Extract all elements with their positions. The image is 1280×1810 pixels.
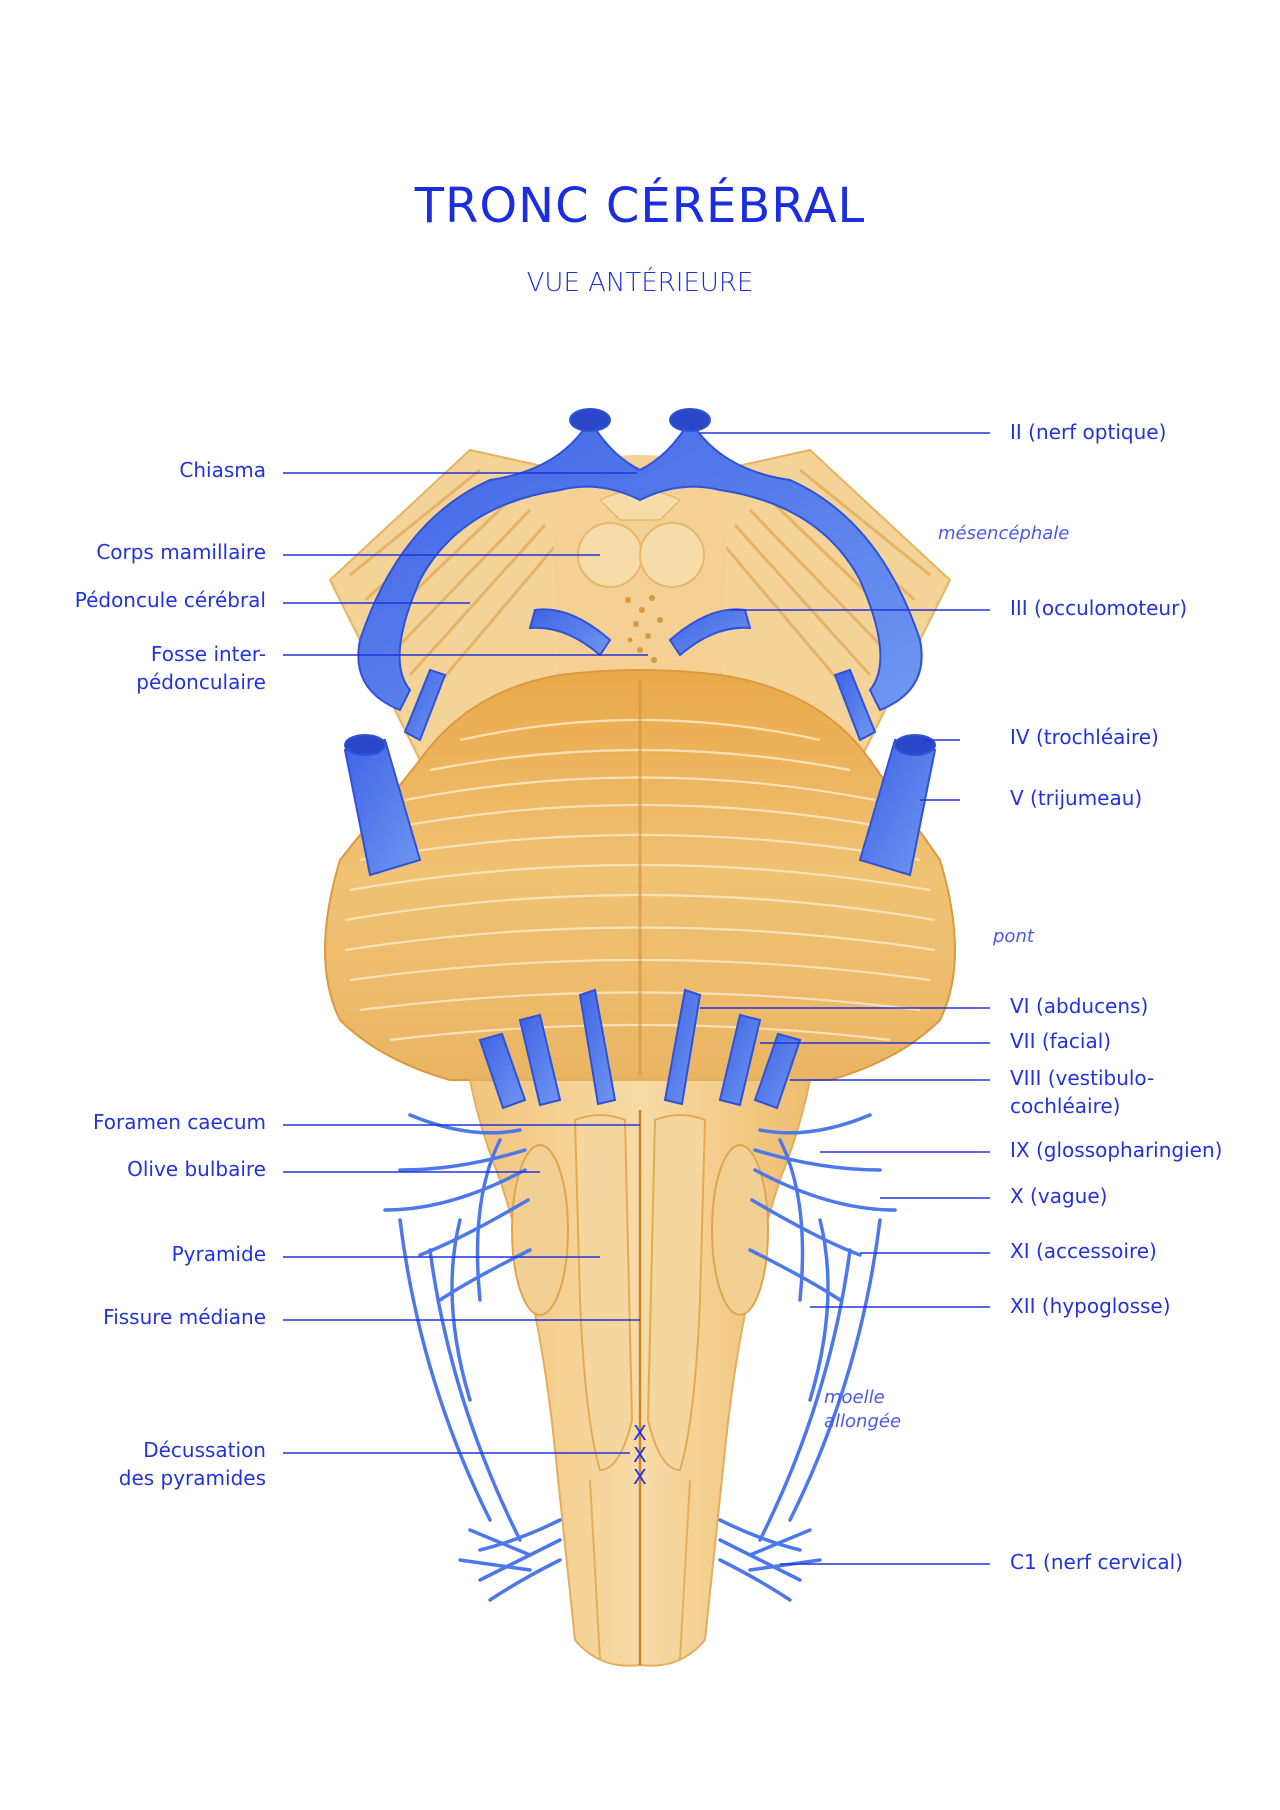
label-glossopharingien: IX (glossopharingien) bbox=[1010, 1138, 1223, 1162]
label-vestibulo-line1: VIII (vestibulo- bbox=[1010, 1066, 1155, 1090]
decussation-mark: X bbox=[633, 1421, 647, 1445]
label-corps-mamillaire: Corps mamillaire bbox=[96, 540, 266, 564]
trochlear-nerve-left bbox=[403, 668, 447, 742]
region-moelle-line2: allongée bbox=[824, 1411, 902, 1432]
label-decussation-line2: des pyramides bbox=[118, 1466, 266, 1490]
label-nerf-optique: II (nerf optique) bbox=[1010, 420, 1167, 444]
optic-nerve-left-end bbox=[569, 408, 611, 432]
vestibulocochlear-nerve-left bbox=[478, 1032, 527, 1110]
label-vague: X (vague) bbox=[1010, 1184, 1108, 1208]
label-fosse-line2: pédonculaire bbox=[136, 670, 266, 694]
label-fissure-mediane: Fissure médiane bbox=[103, 1305, 266, 1329]
label-accessoire: XI (accessoire) bbox=[1010, 1239, 1157, 1263]
oculomotor-nerve-right bbox=[668, 608, 752, 657]
poster-subtitle: VUE ANTÉRIEURE bbox=[526, 268, 754, 298]
label-foramen-caecum: Foramen caecum bbox=[92, 1110, 266, 1134]
olive-left bbox=[511, 1144, 569, 1316]
region-pont: pont bbox=[993, 926, 1034, 947]
label-nerf-cervical: C1 (nerf cervical) bbox=[1010, 1550, 1183, 1574]
leader-lines bbox=[283, 432, 990, 1565]
decussation-mark: X bbox=[633, 1443, 647, 1467]
decussation-mark: X bbox=[633, 1465, 647, 1489]
label-pedoncule-cerebral: Pédoncule cérébral bbox=[74, 588, 266, 612]
pons bbox=[324, 669, 956, 1081]
cranial-nerves bbox=[343, 408, 937, 1110]
label-trochleaire: IV (trochléaire) bbox=[1010, 725, 1159, 749]
label-occulomoteur: III (occulomoteur) bbox=[1010, 596, 1188, 620]
label-pyramide: Pyramide bbox=[171, 1242, 266, 1266]
label-decussation-line1: Décussation bbox=[143, 1438, 266, 1462]
abducens-nerve-right bbox=[663, 988, 702, 1106]
medulla-oblongata bbox=[468, 1079, 812, 1667]
label-trijumeau: V (trijumeau) bbox=[1010, 786, 1143, 810]
decussation-marks: X X X bbox=[633, 1421, 647, 1489]
optic-chiasma bbox=[357, 418, 923, 712]
label-facial: VII (facial) bbox=[1010, 1029, 1112, 1053]
label-vestibulo-line2: cochléaire) bbox=[1010, 1094, 1121, 1118]
region-moelle-line1: moelle bbox=[824, 1387, 885, 1408]
label-olive-bulbaire: Olive bulbaire bbox=[127, 1157, 266, 1181]
region-mesencephale: mésencéphale bbox=[938, 523, 1070, 544]
lower-nerve-rootlets bbox=[383, 1113, 897, 1602]
oculomotor-nerve-left bbox=[528, 608, 612, 657]
vestibulocochlear-nerve-right bbox=[753, 1032, 802, 1110]
facial-nerve-left bbox=[518, 1013, 562, 1107]
mamillary-body-right bbox=[639, 522, 705, 588]
label-abducens: VI (abducens) bbox=[1010, 994, 1149, 1018]
label-chiasma: Chiasma bbox=[179, 458, 266, 482]
facial-nerve-right bbox=[718, 1013, 762, 1107]
poster-title: TRONC CÉRÉBRAL bbox=[414, 178, 866, 234]
olive-right bbox=[711, 1144, 769, 1316]
trochlear-nerve-right bbox=[833, 668, 877, 742]
abducens-nerve-left bbox=[578, 988, 617, 1106]
label-fosse-line1: Fosse inter- bbox=[150, 642, 266, 666]
optic-nerve-right-end bbox=[669, 408, 711, 432]
label-hypoglosse: XII (hypoglosse) bbox=[1010, 1294, 1171, 1318]
